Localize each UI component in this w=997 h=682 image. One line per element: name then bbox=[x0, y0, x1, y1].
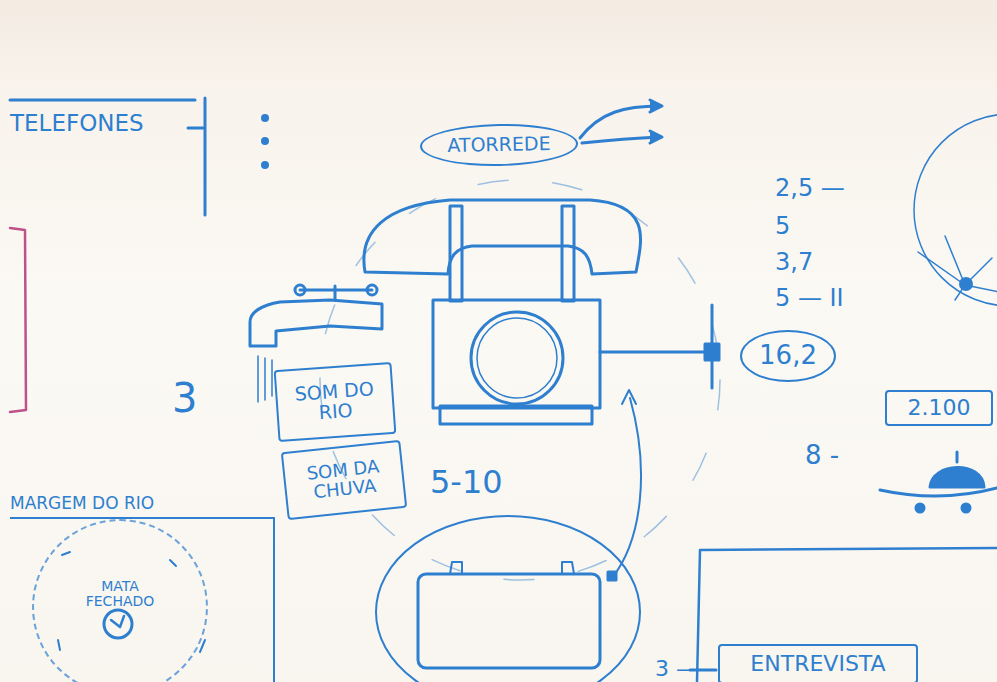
arrow-line bbox=[580, 106, 660, 138]
big-circle bbox=[914, 114, 997, 306]
sound-box: SOM DA CHUVA bbox=[281, 440, 407, 520]
bracket-line bbox=[188, 98, 205, 215]
top-rule bbox=[10, 99, 195, 102]
water-lines bbox=[258, 356, 272, 402]
dot bbox=[261, 114, 269, 122]
dots bbox=[261, 114, 269, 169]
mark-ticks bbox=[58, 552, 205, 652]
label-box: ENTREVISTA bbox=[718, 644, 918, 682]
ray-lines bbox=[918, 236, 997, 300]
sketch-label: 3 bbox=[172, 378, 197, 418]
sketch-label: TELEFONES bbox=[10, 112, 144, 135]
area-circle: MATA FECHADO bbox=[32, 519, 208, 682]
faucet bbox=[250, 300, 382, 346]
sketch-label: 5-10 bbox=[430, 466, 503, 498]
node-text: 16,2 bbox=[759, 342, 817, 369]
dot bbox=[261, 137, 269, 145]
phone-base bbox=[440, 406, 592, 424]
oval-node: ATORREDE bbox=[420, 123, 579, 168]
area-heading: MARGEM DO RIO bbox=[10, 495, 154, 513]
device-oval bbox=[376, 516, 640, 682]
node-text: SOM DA CHUVA bbox=[284, 455, 403, 505]
device-tabs bbox=[450, 562, 574, 574]
faucet-knob bbox=[295, 285, 305, 295]
sketch-label: 3,7 bbox=[775, 250, 813, 274]
frame-lines bbox=[697, 548, 997, 682]
dashed-ring bbox=[320, 180, 720, 580]
node-text: ATORREDE bbox=[447, 134, 550, 156]
phone-dial bbox=[471, 312, 563, 404]
wire-plug bbox=[705, 344, 719, 360]
wheel bbox=[916, 504, 924, 512]
phone-post bbox=[562, 206, 574, 301]
arrow-head bbox=[650, 131, 662, 143]
link-arrow bbox=[622, 390, 636, 404]
sketch-label: 2,5 — bbox=[775, 176, 845, 200]
sound-box: SOM DO RIO bbox=[274, 362, 397, 442]
area-band: MARGEM DO RIOMATA FECHADO bbox=[10, 517, 275, 682]
device-box bbox=[418, 574, 600, 668]
faucet-knob bbox=[367, 285, 377, 295]
ray-hub bbox=[959, 277, 973, 291]
dome-stem bbox=[956, 452, 959, 462]
oval-node: 16,2 bbox=[740, 330, 836, 382]
arrow-head bbox=[650, 100, 662, 112]
link-dot bbox=[608, 572, 616, 580]
phone-wire bbox=[600, 305, 712, 388]
node-text: ENTREVISTA bbox=[750, 652, 885, 675]
phone-dial bbox=[477, 318, 557, 398]
node-text: SOM DO RIO bbox=[277, 378, 394, 426]
pink-bracket bbox=[10, 228, 26, 412]
faucet-handle bbox=[300, 286, 372, 300]
phone-handset bbox=[364, 200, 641, 274]
board-line bbox=[880, 488, 997, 496]
phone-body bbox=[433, 300, 600, 408]
dot bbox=[261, 161, 269, 169]
arrow-line bbox=[582, 137, 660, 143]
mark-tick bbox=[111, 616, 124, 627]
phone-post bbox=[450, 206, 462, 301]
value-box: 2.100 bbox=[885, 390, 993, 426]
mark-circle bbox=[104, 610, 132, 638]
sketch-label: 5 bbox=[775, 214, 790, 238]
dome bbox=[930, 467, 984, 487]
sketch-label: 8 - bbox=[805, 442, 839, 468]
sketch-label: 3 — bbox=[655, 658, 698, 680]
wheel bbox=[962, 504, 970, 512]
sketch-label: 5 — II bbox=[775, 286, 844, 310]
node-text: 2.100 bbox=[908, 396, 971, 419]
link-line bbox=[612, 398, 641, 578]
node-text: MATA FECHADO bbox=[75, 579, 165, 608]
